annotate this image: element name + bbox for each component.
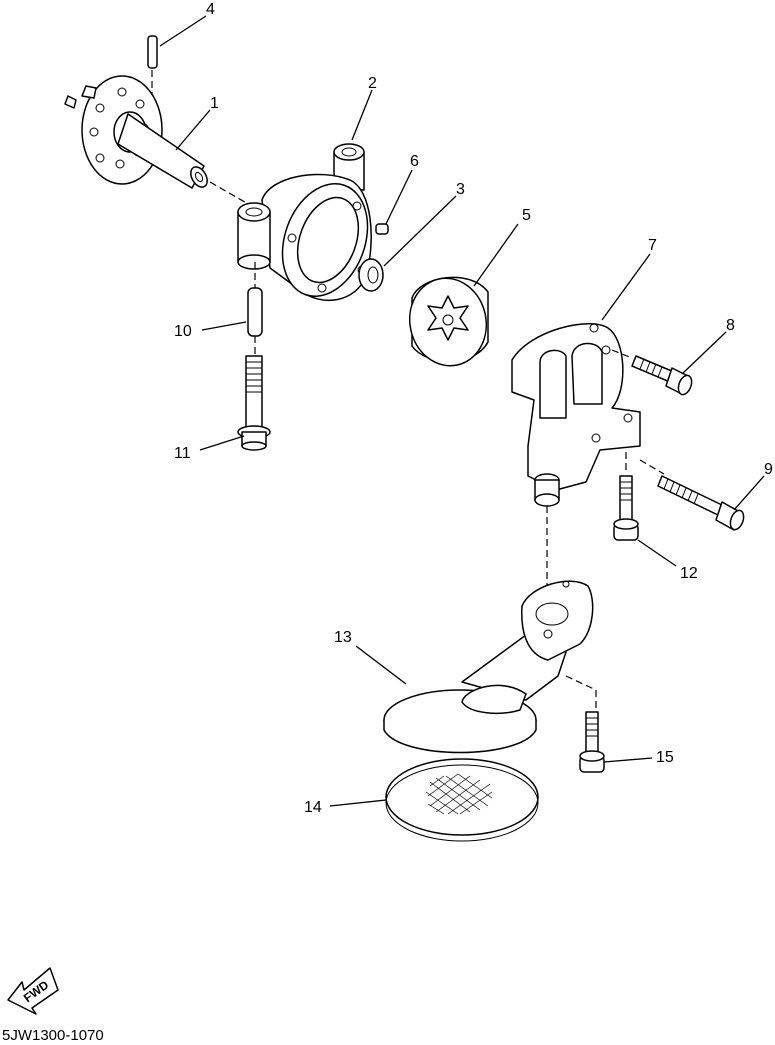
callout-15: 15 (656, 749, 674, 766)
callout-12: 12 (680, 565, 698, 582)
callout-9: 9 (764, 461, 773, 478)
callout-7: 7 (648, 237, 657, 254)
part-2-pump-housing (237, 143, 372, 302)
part-11-bolt (237, 355, 271, 451)
callout-6: 6 (410, 153, 419, 170)
part-6-small-pin (375, 223, 389, 235)
part-1-shaft-gear (64, 75, 251, 206)
leader-lines (159, 15, 765, 807)
callout-11: 11 (174, 445, 191, 462)
callout-10: 10 (174, 323, 192, 340)
callout-5: 5 (522, 207, 531, 224)
callout-1: 1 (210, 95, 219, 112)
callout-4: 4 (206, 1, 215, 18)
callout-13: 13 (334, 629, 352, 646)
callout-labels: 4 1 2 6 3 5 7 8 9 10 11 12 13 14 15 (174, 1, 773, 816)
part-9-long-cap-screw (657, 475, 745, 531)
part-7-pump-cover (511, 323, 665, 590)
callout-8: 8 (726, 317, 735, 334)
part-10-pin (247, 262, 263, 356)
part-8-cap-screw (631, 355, 693, 396)
callout-14: 14 (304, 799, 322, 816)
callout-2: 2 (368, 75, 377, 92)
part-14-screen (385, 758, 539, 842)
part-5-rotor (408, 276, 489, 367)
part-12-bolt (613, 475, 639, 541)
fwd-arrow: FWD (7, 967, 59, 1015)
part-13-strainer (383, 580, 597, 754)
part-15-bolt (579, 711, 605, 773)
callout-3: 3 (456, 181, 465, 198)
part-3-washer (358, 258, 384, 292)
drawing-code: 5JW1300-1070 (2, 1027, 104, 1044)
